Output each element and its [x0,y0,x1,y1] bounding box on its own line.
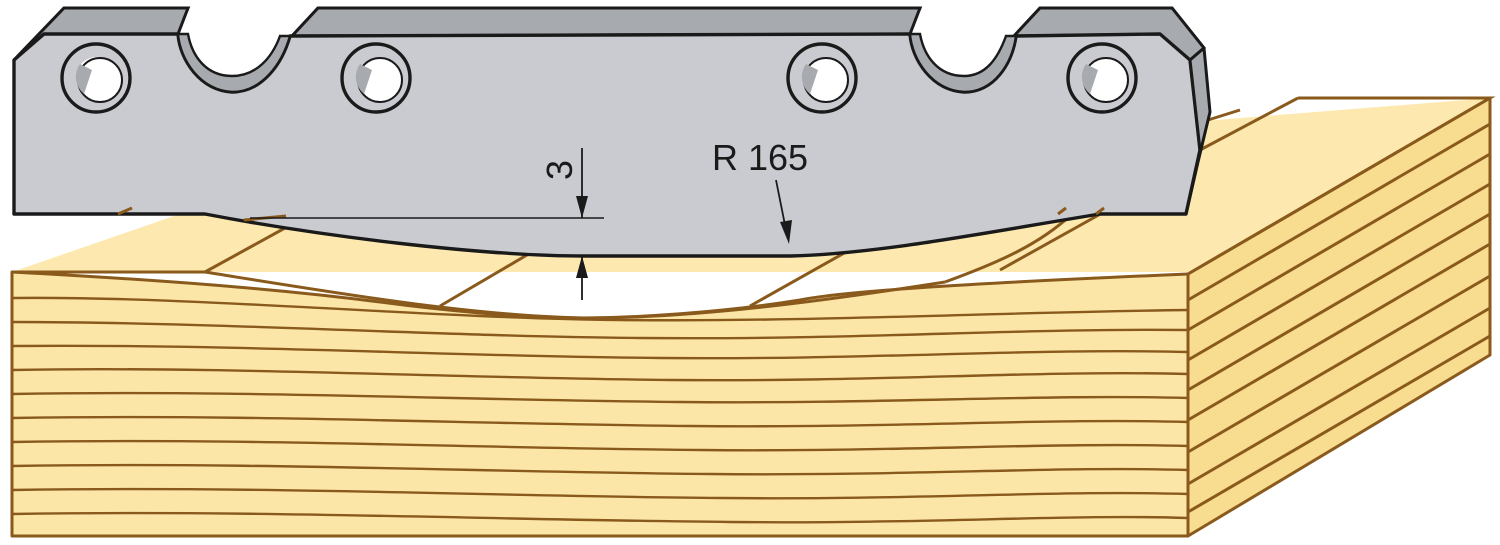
radius-dimension: R 165 [712,137,808,244]
wood-front-grain [11,296,1189,524]
mounting-hole-3 [786,42,858,114]
wood-top-outline [12,96,1496,276]
knife-notch-right [908,32,1018,94]
depth-arrow-upper [576,196,588,218]
knife-holes [60,42,1138,114]
mounting-hole-2 [340,42,412,114]
radius-arrow [780,220,792,244]
radius-label: R 165 [712,137,808,178]
depth-label: 3 [539,160,580,180]
wood-cut-profile [204,270,946,320]
wood-side-grain [1187,122,1491,514]
depth-arrow-lower [576,256,588,278]
mounting-hole-1 [60,42,132,114]
cutter-knife [12,6,1212,258]
mounting-hole-4 [1066,42,1138,114]
depth-dimension: 3 [250,148,604,300]
knife-right-bevel [1184,46,1212,216]
wood-top-grain [204,96,1299,308]
knife-notch-left [176,32,292,94]
